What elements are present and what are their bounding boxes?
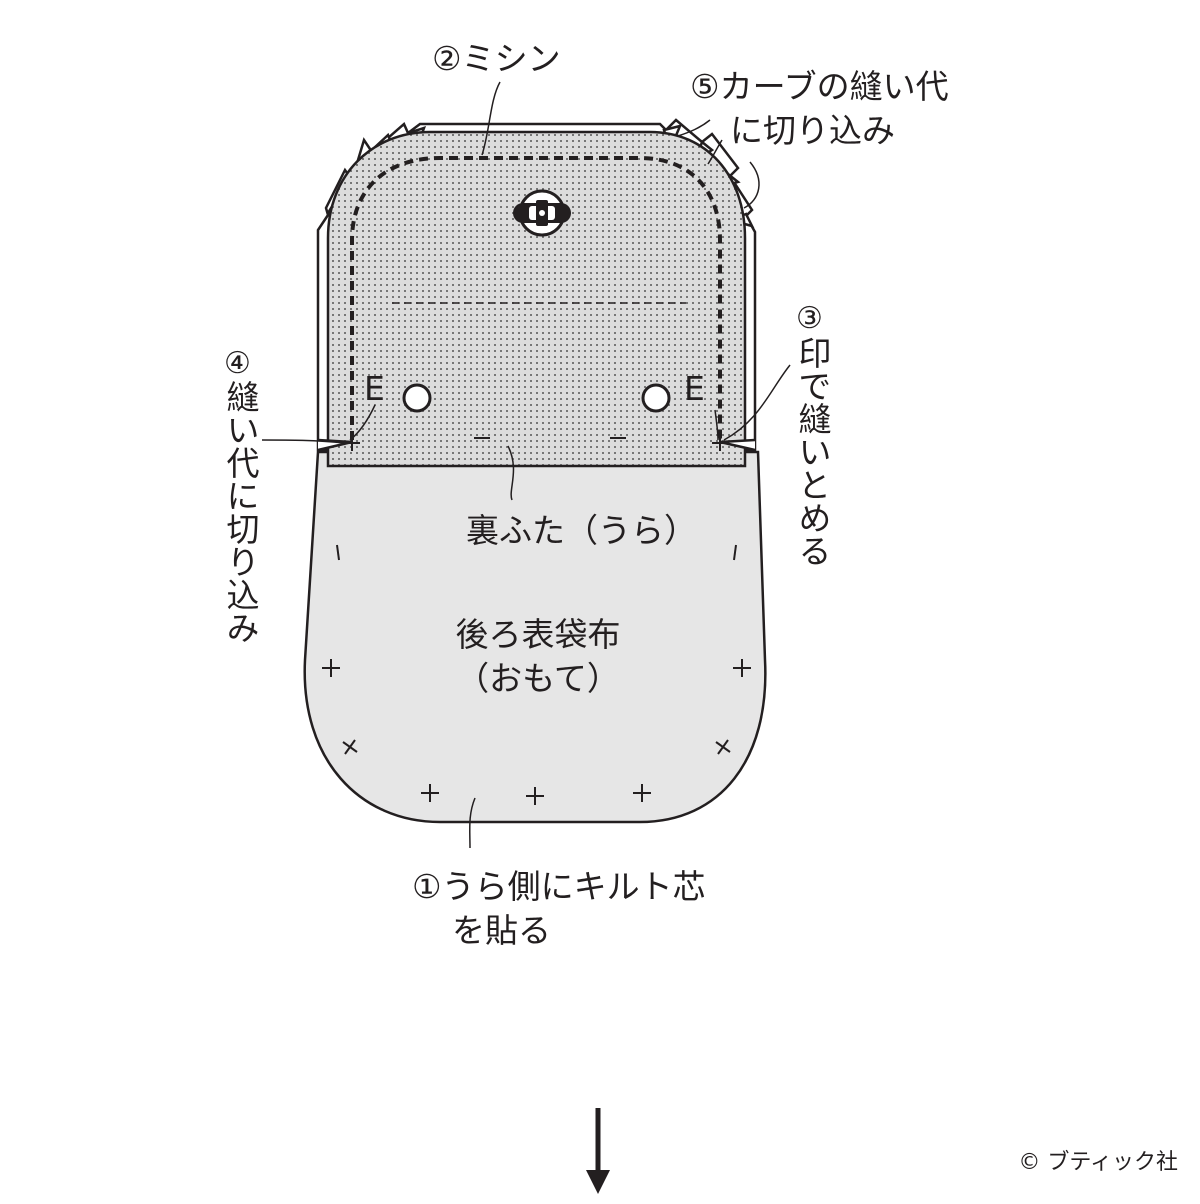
sew-stop-marks — [344, 435, 728, 451]
copyright-text: ブティック社 — [1047, 1150, 1178, 1175]
label-step2: ②ミシン — [432, 39, 561, 78]
label-e-left: E — [364, 369, 385, 408]
label-step1-line1: ①うら側にキルト芯 — [412, 867, 706, 906]
lining-flap — [326, 130, 747, 468]
snap-hole-left — [402, 383, 432, 413]
position-marks — [322, 544, 751, 805]
copyright-notice: © ブティック社 — [1018, 1144, 1178, 1176]
arrow-down-icon — [586, 1108, 610, 1194]
label-step1-line2: を貼る — [452, 911, 551, 950]
label-back-fabric-line2: （おもて） — [456, 659, 620, 698]
stitch-line — [350, 156, 722, 440]
label-lining-flap: 裏ふた（うら） — [466, 511, 697, 550]
label-step4-number: ④ — [224, 346, 251, 381]
label-e-right: E — [684, 369, 705, 408]
label-step3-number: ③ — [796, 301, 823, 336]
back-outer-fabric — [303, 450, 767, 824]
label-back-fabric-line1: 後ろ表袋布 — [455, 615, 621, 654]
snap-hole-right — [641, 383, 671, 413]
copyright-icon: © — [1018, 1150, 1041, 1175]
label-step4-text: 縫い代に切り込み — [221, 380, 260, 644]
leader-lines — [261, 81, 791, 849]
label-step5-line2: に切り込み — [730, 111, 895, 150]
clasp-icon — [513, 189, 571, 237]
label-step3-text: 印で縫いとめる — [793, 336, 832, 567]
label-step5-line1: ⑤カーブの縫い代 — [690, 67, 949, 106]
